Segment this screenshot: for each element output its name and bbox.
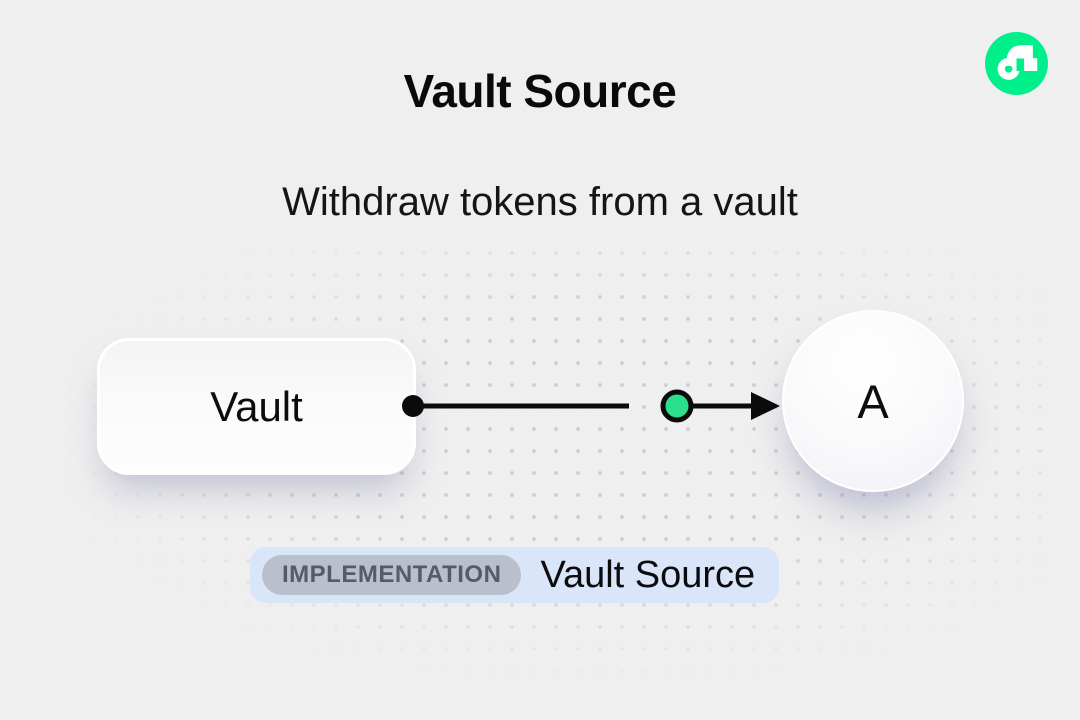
flow-logo-icon xyxy=(985,32,1048,95)
connector-start-dot xyxy=(402,395,424,417)
implementation-badge: IMPLEMENTATION Vault Source xyxy=(250,547,780,603)
connector-arrow xyxy=(402,389,780,423)
implementation-label: Vault Source xyxy=(540,553,756,596)
vault-node-label: Vault xyxy=(210,382,303,430)
flow-logo-svg xyxy=(985,32,1048,95)
connector-midpoint-dot xyxy=(660,389,694,423)
connector-arrowhead xyxy=(751,392,780,420)
vault-node: Vault xyxy=(97,338,416,475)
page-title: Vault Source xyxy=(403,65,677,117)
account-node: A xyxy=(782,310,964,492)
implementation-tag-pill: IMPLEMENTATION xyxy=(262,555,522,595)
account-node-label: A xyxy=(857,374,889,428)
page-subtitle: Withdraw tokens from a vault xyxy=(282,180,798,224)
